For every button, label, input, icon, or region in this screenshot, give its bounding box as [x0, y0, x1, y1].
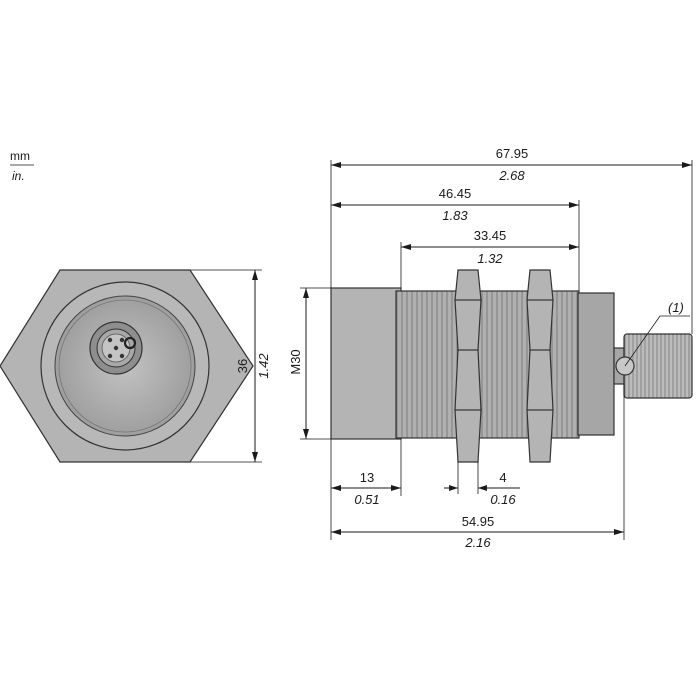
sensing-head	[330, 287, 402, 440]
side-view	[330, 269, 693, 463]
thread-length-dimension: 33.45 1.32	[401, 228, 579, 266]
units-legend: mm in.	[10, 149, 34, 183]
overall-length-mm: 67.95	[496, 146, 529, 161]
nut-width-in: 0.16	[490, 492, 516, 507]
connector-length-dimension: 54.95 2.16	[331, 514, 624, 550]
inner-ring	[58, 299, 192, 433]
nut-width-mm: 4	[499, 470, 506, 485]
overall-length-in: 2.68	[498, 168, 525, 183]
hex-width-dimension: 36 1.42	[190, 269, 271, 463]
hex-width-in: 1.42	[256, 353, 271, 379]
rear-collar	[577, 292, 615, 436]
face-length-dimension: 13 0.51	[331, 470, 401, 507]
callout-1: (1)	[624, 300, 690, 367]
thread-size-label: M30	[288, 349, 303, 374]
face-length-in: 0.51	[354, 492, 379, 507]
coding-key	[123, 336, 137, 350]
pin-3	[107, 353, 113, 359]
pin-2	[119, 337, 125, 343]
body-length-mm: 46.45	[439, 186, 472, 201]
nut-front	[454, 269, 482, 463]
thread-size-dimension: M30	[288, 287, 331, 440]
connector-length-mm: 54.95	[462, 514, 495, 529]
connector-length-in: 2.16	[464, 535, 491, 550]
nut-width-dimension: 4 0.16	[444, 462, 520, 507]
body-length-in: 1.83	[442, 208, 468, 223]
face-length-mm: 13	[360, 470, 374, 485]
unit-mm: mm	[10, 149, 30, 163]
front-view	[0, 269, 254, 463]
m12-connector	[89, 321, 143, 375]
callout-1-label: (1)	[668, 300, 684, 315]
pin-5	[113, 345, 119, 351]
pin-4	[119, 353, 125, 359]
pin-1	[107, 337, 113, 343]
nut-rear	[526, 269, 554, 463]
thread-length-mm: 33.45	[474, 228, 507, 243]
body-length-dimension: 46.45 1.83	[331, 186, 579, 223]
thread-length-in: 1.32	[477, 251, 503, 266]
unit-in: in.	[12, 169, 25, 183]
hex-width-mm: 36	[235, 359, 250, 373]
overall-length-dimension: 67.95 2.68	[331, 146, 692, 183]
